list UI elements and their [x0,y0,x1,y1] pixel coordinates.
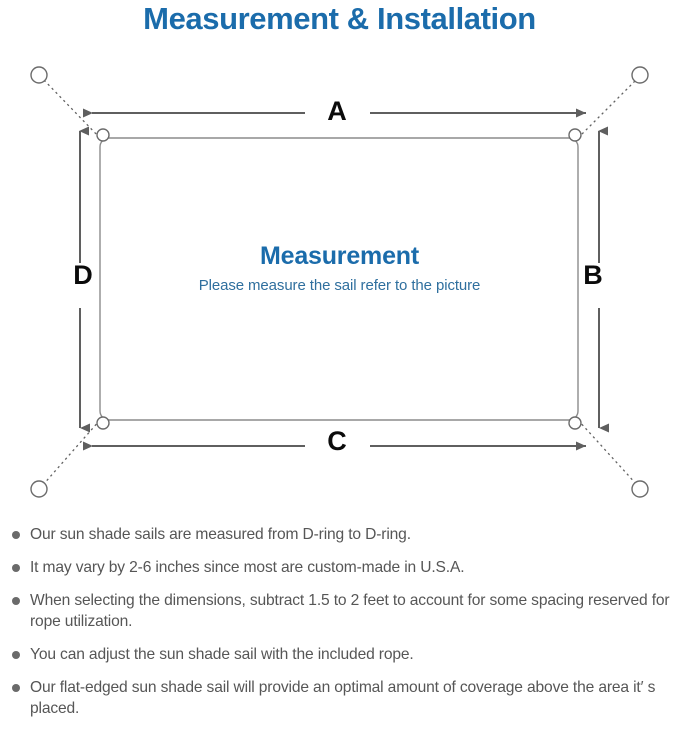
rope-top-right [577,77,639,139]
bullet-icon [12,597,20,605]
list-item: Our sun shade sails are measured from D-… [0,524,679,545]
list-item: It may vary by 2-6 inches since most are… [0,557,679,578]
note-text: It may vary by 2-6 inches since most are… [30,559,465,576]
note-text: You can adjust the sun shade sail with t… [30,646,414,663]
bullet-icon [12,564,20,572]
page-title: Measurement & Installation [143,1,536,36]
note-text: Our sun shade sails are measured from D-… [30,526,411,543]
dimension-label-d: D [73,260,93,290]
rope-bottom-right [577,419,639,487]
anchor-point-top-right [631,66,649,84]
bullet-icon [12,651,20,659]
rope-bottom-left [41,419,101,487]
d-ring-top-right [568,128,582,142]
note-text: When selecting the dimensions, subtract … [30,592,670,630]
rope-top-left [41,77,101,139]
list-item: Our flat-edged sun shade sail will provi… [0,677,679,719]
dimension-label-c: C [327,426,347,456]
dimension-label-b: B [583,260,603,290]
d-ring-top-left [96,128,110,142]
list-item: When selecting the dimensions, subtract … [0,590,679,632]
bullet-icon [12,531,20,539]
dimension-label-a: A [327,96,347,126]
diagram-svg [30,66,649,498]
list-item: You can adjust the sun shade sail with t… [0,644,679,665]
shade-sail-diagram: Measurement Please measure the sail refe… [0,48,679,518]
note-text: Our flat-edged sun shade sail will provi… [30,679,656,717]
anchor-point-bottom-right [631,480,649,498]
sail-center-subheading: Please measure the sail refer to the pic… [198,277,481,294]
anchor-point-bottom-left [30,480,48,498]
d-ring-bottom-left [96,416,110,430]
notes-list: Our sun shade sails are measured from D-… [0,524,679,731]
anchor-point-top-left [30,66,48,84]
sail-body [99,137,579,421]
sail-center-heading: Measurement [260,242,419,270]
bullet-icon [12,684,20,692]
d-ring-bottom-right [568,416,582,430]
